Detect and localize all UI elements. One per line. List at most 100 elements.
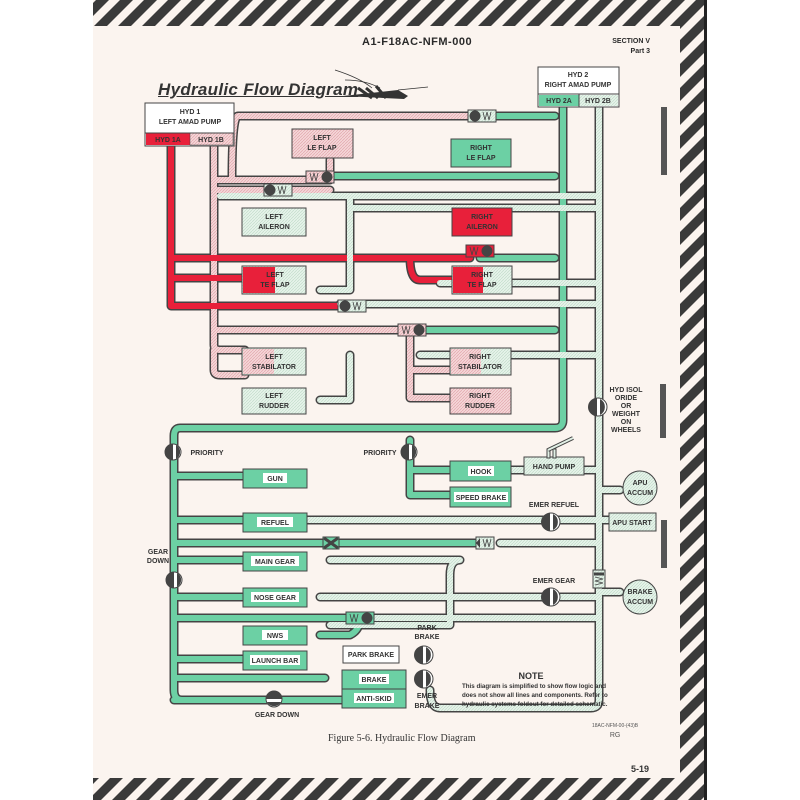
page-number: 5-19 xyxy=(631,764,650,774)
component-left-stabilator: LEFT STABILATOR xyxy=(241,347,307,376)
gear-down-valve-bottom-icon xyxy=(265,690,283,708)
emer-gear-valve-icon xyxy=(541,587,561,607)
change-bar xyxy=(661,107,667,175)
component-right-stabilator: RIGHT STABILATOR xyxy=(449,347,512,376)
component-speed-brake: SPEED BRAKE xyxy=(449,486,512,508)
svg-text:APU START: APU START xyxy=(612,520,652,527)
shuttle-valve-icon xyxy=(465,244,495,258)
emer-refuel-valve-icon xyxy=(541,512,561,532)
component-brake: BRAKE xyxy=(341,669,407,690)
page-title: Hydraulic Flow Diagram xyxy=(158,80,359,99)
change-bar xyxy=(660,384,666,438)
hyd1-title: HYD 1 xyxy=(180,109,201,116)
note-title: NOTE xyxy=(518,671,544,681)
check-valve-icon xyxy=(475,536,495,550)
svg-text:BRAKE: BRAKE xyxy=(628,589,653,596)
svg-text:TE FLAP: TE FLAP xyxy=(467,282,496,289)
svg-text:RUDDER: RUDDER xyxy=(465,403,495,410)
svg-text:ACCUM: ACCUM xyxy=(627,599,653,606)
component-right-aileron: RIGHT AILERON xyxy=(451,207,513,237)
figure-code: 18AC-NFM-00-(43)B RG xyxy=(592,722,638,740)
hyd2-subtitle: RIGHT AMAD PUMP xyxy=(545,82,612,89)
emer-brake-label-1: EMER xyxy=(417,693,437,700)
hazard-border-top xyxy=(93,0,706,26)
emer-brake-label-2: BRAKE xyxy=(415,703,440,710)
section-label: SECTION V Part 3 xyxy=(600,37,650,57)
svg-text:HAND PUMP: HAND PUMP xyxy=(533,464,576,471)
hyd2-title: HYD 2 xyxy=(568,72,589,79)
svg-text:LE FLAP: LE FLAP xyxy=(466,155,495,162)
component-apu-accum: APU ACCUM xyxy=(622,470,658,506)
hyd-isol-label-3: OR xyxy=(621,403,632,410)
crossover-valve-icon xyxy=(322,536,340,550)
hyd1a-label: HYD 1A xyxy=(155,137,181,144)
emer-refuel-label: EMER REFUEL xyxy=(529,502,580,509)
park-brake-label-1: PARK xyxy=(417,625,436,632)
hyd1-pump-box: HYD 1 LEFT AMAD PUMP HYD 1A HYD 1B xyxy=(144,102,235,147)
gear-down-label-side-2: DOWN xyxy=(147,558,169,565)
svg-text:MAIN GEAR: MAIN GEAR xyxy=(255,559,295,566)
selector-valves xyxy=(164,397,608,708)
change-bar xyxy=(661,520,667,568)
pipe-network xyxy=(166,99,625,713)
component-anti-skid: ANTI-SKID xyxy=(341,688,407,709)
component-park-brake: PARK BRAKE xyxy=(342,645,400,664)
emer-brake-valve-icon xyxy=(414,669,434,689)
svg-text:LE FLAP: LE FLAP xyxy=(307,145,336,152)
shuttle-valves xyxy=(263,109,606,625)
component-nws: NWS xyxy=(242,625,308,646)
emer-gear-label: EMER GEAR xyxy=(533,578,575,585)
component-right-le-flap: RIGHT LE FLAP xyxy=(450,138,512,168)
svg-text:LEFT: LEFT xyxy=(265,354,283,361)
component-right-te-flap: RIGHT TE FLAP xyxy=(451,265,513,295)
component-main-gear: MAIN GEAR xyxy=(242,551,308,572)
svg-text:HOOK: HOOK xyxy=(471,469,492,476)
svg-text:AILERON: AILERON xyxy=(466,224,498,231)
valve-labels: PRIORITY PRIORITY GEAR DOWN GEAR DOWN EM… xyxy=(147,387,643,719)
hyd-isol-label-5: ON xyxy=(621,419,632,426)
hyd2a-label: HYD 2A xyxy=(546,98,572,105)
svg-text:RUDDER: RUDDER xyxy=(259,403,289,410)
gear-down-label-bottom: GEAR DOWN xyxy=(255,712,299,719)
hyd-isol-label-1: HYD ISOL xyxy=(609,387,643,394)
note-text: This diagram is simplified to show flow … xyxy=(462,683,608,708)
svg-text:APU: APU xyxy=(633,480,648,487)
shuttle-valve-icon xyxy=(305,170,335,184)
svg-text:RIGHT: RIGHT xyxy=(470,145,493,152)
svg-text:RIGHT: RIGHT xyxy=(469,393,492,400)
component-right-rudder: RIGHT RUDDER xyxy=(449,387,512,415)
component-left-te-flap: LEFT TE FLAP xyxy=(241,265,307,295)
component-apu-start: APU START xyxy=(608,512,657,532)
figure-code-id: 18AC-NFM-00-(43)B xyxy=(592,723,639,729)
svg-text:STABILATOR: STABILATOR xyxy=(458,364,502,371)
hyd-isol-label-2: ORIDE xyxy=(615,395,638,402)
svg-text:LEFT: LEFT xyxy=(266,272,284,279)
svg-text:RIGHT: RIGHT xyxy=(469,354,492,361)
section-number: SECTION V xyxy=(612,38,650,45)
priority-label-right: PRIORITY xyxy=(363,450,396,457)
shuttle-valve-icon xyxy=(467,109,497,123)
park-brake-valve-icon xyxy=(414,645,434,665)
shuttle-valve-icon xyxy=(397,323,427,337)
component-brake-accum: BRAKE ACCUM xyxy=(622,579,658,615)
svg-text:NWS: NWS xyxy=(267,633,284,640)
component-left-aileron: LEFT AILERON xyxy=(241,207,307,237)
hyd-isol-valve-icon xyxy=(588,397,608,417)
component-gun: GUN xyxy=(242,468,308,489)
component-refuel: REFUEL xyxy=(242,512,308,533)
svg-text:NOSE GEAR: NOSE GEAR xyxy=(254,595,296,602)
wing-logo-icon xyxy=(334,69,429,100)
hyd-isol-label-4: WEIGHT xyxy=(612,411,641,418)
component-left-le-flap: LEFT LE FLAP xyxy=(291,128,354,159)
component-hand-pump: HAND PUMP xyxy=(523,436,585,476)
svg-text:RIGHT: RIGHT xyxy=(471,272,494,279)
hand-pump-lever-icon xyxy=(546,436,574,459)
svg-text:TE FLAP: TE FLAP xyxy=(260,282,289,289)
shuttle-valve-icon xyxy=(263,183,293,197)
svg-text:LEFT: LEFT xyxy=(313,135,331,142)
component-launch-bar: LAUNCH BAR xyxy=(242,650,308,671)
hyd1-subtitle: LEFT AMAD PUMP xyxy=(159,119,222,126)
note-block: NOTE This diagram is simplified to show … xyxy=(462,672,610,709)
gear-down-valve-side-icon xyxy=(165,571,183,589)
